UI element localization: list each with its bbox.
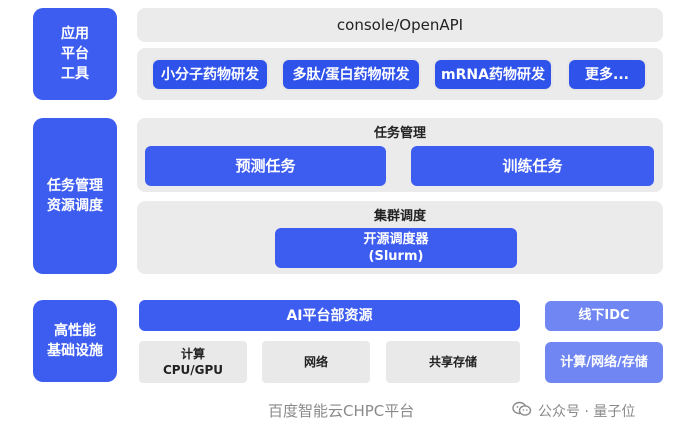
tool-more[interactable]: 更多...: [569, 60, 645, 89]
resource-compute: 计算 CPU/GPU: [139, 341, 247, 383]
offline-idc-resources[interactable]: 计算/网络/存储: [545, 342, 663, 383]
offline-idc[interactable]: 线下IDC: [545, 301, 663, 331]
tier-app-tools: 应用 平台 工具: [33, 8, 117, 100]
tool-mrna[interactable]: mRNA药物研发: [435, 60, 551, 89]
console-label: console/OpenAPI: [336, 16, 464, 34]
slurm-scheduler[interactable]: 开源调度器 (Slurm): [275, 228, 517, 268]
tier-task-management: 任务管理 资源调度: [33, 118, 117, 274]
watermark: 公众号 · 量子位: [512, 401, 635, 421]
ai-platform-resources[interactable]: AI平台部资源: [139, 300, 520, 331]
task-management-panel: 任务管理 预测任务 训练任务: [137, 118, 663, 192]
cluster-scheduling-title: 集群调度: [373, 209, 426, 224]
tool-peptide-protein[interactable]: 多肽/蛋白药物研发: [283, 60, 419, 89]
task-management-title: 任务管理: [373, 126, 426, 141]
predict-task[interactable]: 预测任务: [145, 146, 386, 186]
tier-infrastructure: 高性能 基础设施: [33, 300, 117, 382]
console-bar: console/OpenAPI: [137, 8, 663, 42]
app-tools-panel: 小分子药物研发 多肽/蛋白药物研发 mRNA药物研发 更多...: [137, 48, 663, 100]
cluster-scheduling-panel: 集群调度 开源调度器 (Slurm): [137, 201, 663, 274]
tool-small-molecule[interactable]: 小分子药物研发: [153, 60, 267, 89]
train-task[interactable]: 训练任务: [411, 146, 654, 186]
resource-shared-storage: 共享存储: [386, 341, 520, 383]
diagram-caption: 百度智能云CHPC平台: [268, 402, 415, 420]
wechat-icon: [512, 401, 532, 421]
resource-network: 网络: [262, 341, 370, 383]
watermark-text: 公众号 · 量子位: [538, 404, 636, 420]
